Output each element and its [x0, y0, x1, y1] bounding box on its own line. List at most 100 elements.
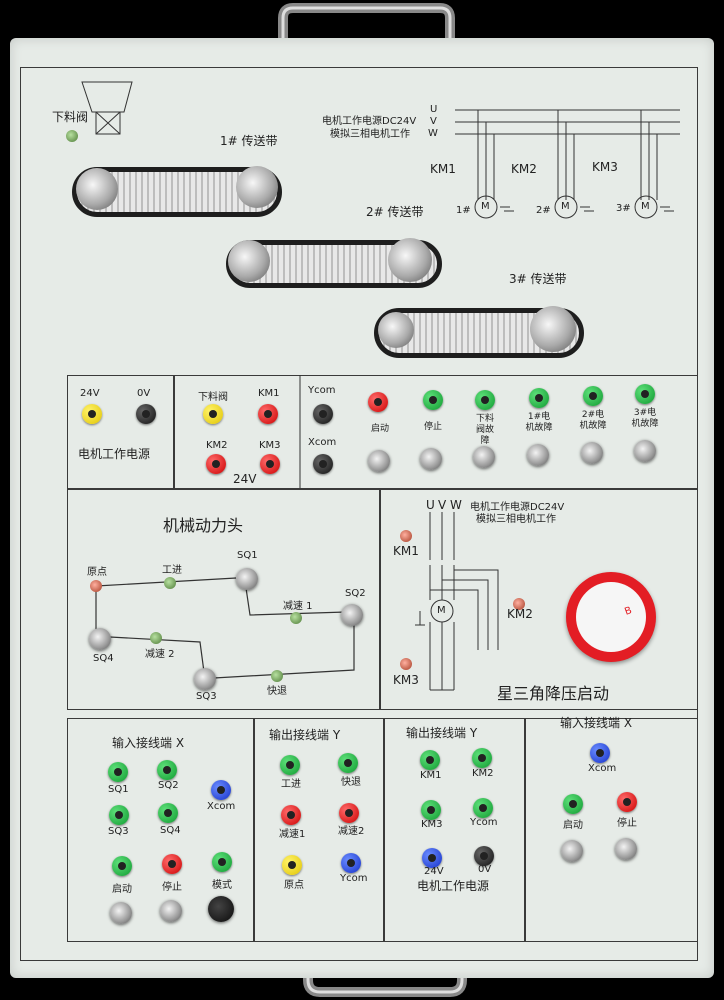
- b4-start-label: 启动: [563, 820, 583, 831]
- io-button-4[interactable]: [527, 444, 549, 466]
- io-km2-jack[interactable]: [206, 454, 226, 474]
- b4-start-button[interactable]: [561, 840, 583, 862]
- io-button-1[interactable]: [368, 450, 390, 472]
- star-title: 星三角降压启动: [497, 684, 610, 703]
- b1-mode-jack[interactable]: [212, 852, 232, 872]
- section-mech: [67, 488, 381, 710]
- b1-sq1-label: SQ1: [108, 784, 129, 795]
- b2-slow2-label: 减速2: [338, 826, 365, 837]
- b1-sq2-jack[interactable]: [157, 760, 177, 780]
- pulley-1b: [236, 166, 278, 208]
- b1-sq2-label: SQ2: [158, 780, 179, 791]
- section-bottom-1: [67, 718, 255, 942]
- io-xcom-jack[interactable]: [313, 454, 333, 474]
- b1-sq3-label: SQ3: [108, 826, 129, 837]
- slow1-led: [290, 612, 302, 624]
- pulley-1a: [76, 168, 118, 210]
- b1-stop-button[interactable]: [160, 900, 182, 922]
- star-km2-led: [513, 598, 525, 610]
- mech-title: 机械动力头: [163, 516, 244, 535]
- phase-u: U: [430, 104, 438, 115]
- io-km3-jack[interactable]: [260, 454, 280, 474]
- b1-start-button[interactable]: [110, 902, 132, 924]
- b3-24v-jack[interactable]: [422, 848, 442, 868]
- b2-feed-label: 工进: [281, 779, 301, 790]
- b4-stop-button[interactable]: [615, 838, 637, 860]
- feed-led: [164, 577, 176, 589]
- b2-rapid-label: 快退: [341, 777, 361, 788]
- b3-km3-jack[interactable]: [421, 800, 441, 820]
- sq4-button[interactable]: [89, 628, 111, 650]
- io-ycom-jack[interactable]: [313, 404, 333, 424]
- stop-jack[interactable]: [423, 390, 443, 410]
- power-0v-jack[interactable]: [136, 404, 156, 424]
- valve-fault-jack[interactable]: [475, 390, 495, 410]
- io-km3-label: KM3: [259, 440, 281, 451]
- b1-sq4-jack[interactable]: [158, 803, 178, 823]
- b1-start-jack[interactable]: [112, 856, 132, 876]
- b1-sq1-jack[interactable]: [108, 762, 128, 782]
- b2-slow2-jack[interactable]: [339, 803, 359, 823]
- b3-km2-jack[interactable]: [472, 748, 492, 768]
- feed-label: 工进: [162, 565, 182, 576]
- motor2-fault-jack[interactable]: [583, 386, 603, 406]
- pulley-2b: [388, 238, 432, 282]
- pulley-3a: [378, 312, 414, 348]
- b4-xcom-label: Xcom: [588, 763, 617, 774]
- start-jack[interactable]: [368, 392, 388, 412]
- star-power-line2: 模拟三相电机工作: [476, 514, 556, 525]
- b2-rapid-jack[interactable]: [338, 753, 358, 773]
- b1-mode-button[interactable]: [208, 896, 234, 922]
- io-button-3[interactable]: [473, 446, 495, 468]
- io-button-2[interactable]: [420, 448, 442, 470]
- sq1-button[interactable]: [236, 568, 258, 590]
- pulley-3b: [530, 306, 576, 352]
- b2-slow1-jack[interactable]: [281, 805, 301, 825]
- b4-stop-jack[interactable]: [617, 792, 637, 812]
- power-24v-label: 24V: [80, 388, 100, 399]
- section-star: [379, 488, 698, 710]
- power-24v-jack[interactable]: [82, 404, 102, 424]
- io-button-6[interactable]: [634, 440, 656, 462]
- b1-xcom-jack[interactable]: [211, 780, 231, 800]
- b3-title: 输出接线端 Y: [406, 726, 478, 740]
- sq3-button[interactable]: [194, 668, 216, 690]
- sq3-label: SQ3: [196, 691, 217, 702]
- io-km2-label: KM2: [206, 440, 228, 451]
- origin-label: 原点: [87, 567, 107, 578]
- motor3-fault-jack[interactable]: [635, 384, 655, 404]
- valve-led: [66, 130, 78, 142]
- io-valve-jack[interactable]: [203, 404, 223, 424]
- sq1-label: SQ1: [237, 550, 258, 561]
- motor1-fault-jack[interactable]: [529, 388, 549, 408]
- b2-origin-jack[interactable]: [282, 855, 302, 875]
- sq2-button[interactable]: [341, 604, 363, 626]
- section-power: [67, 375, 175, 490]
- belt1-label: 1# 传送带: [220, 134, 278, 148]
- b3-0v-jack[interactable]: [474, 846, 494, 866]
- top-km3: KM3: [592, 160, 618, 174]
- b4-xcom-jack[interactable]: [590, 743, 610, 763]
- b4-start-jack[interactable]: [563, 794, 583, 814]
- io-ycom-label: Ycom: [308, 385, 336, 396]
- b1-stop-jack[interactable]: [162, 854, 182, 874]
- b2-feed-jack[interactable]: [280, 755, 300, 775]
- b2-ycom-jack[interactable]: [341, 853, 361, 873]
- motor-2-symbol: M: [561, 201, 570, 212]
- b3-km1-label: KM1: [420, 770, 442, 781]
- motor-2-label: 2#: [536, 205, 551, 216]
- b4-stop-label: 停止: [617, 818, 637, 829]
- b1-mode-label: 模式: [212, 880, 232, 891]
- b3-km1-jack[interactable]: [420, 750, 440, 770]
- b3-ycom-jack[interactable]: [473, 798, 493, 818]
- pulley-2a: [228, 240, 270, 282]
- top-power-line2: 模拟三相电机工作: [330, 129, 410, 140]
- selector-knob[interactable]: [566, 572, 656, 662]
- b2-title: 输出接线端 Y: [269, 728, 341, 742]
- b1-sq3-jack[interactable]: [109, 805, 129, 825]
- belt2-label: 2# 传送带: [366, 205, 424, 219]
- io-km1-jack[interactable]: [258, 404, 278, 424]
- io-button-5[interactable]: [581, 442, 603, 464]
- section-bottom-3: [383, 718, 526, 942]
- star-km3-label: KM3: [393, 673, 419, 687]
